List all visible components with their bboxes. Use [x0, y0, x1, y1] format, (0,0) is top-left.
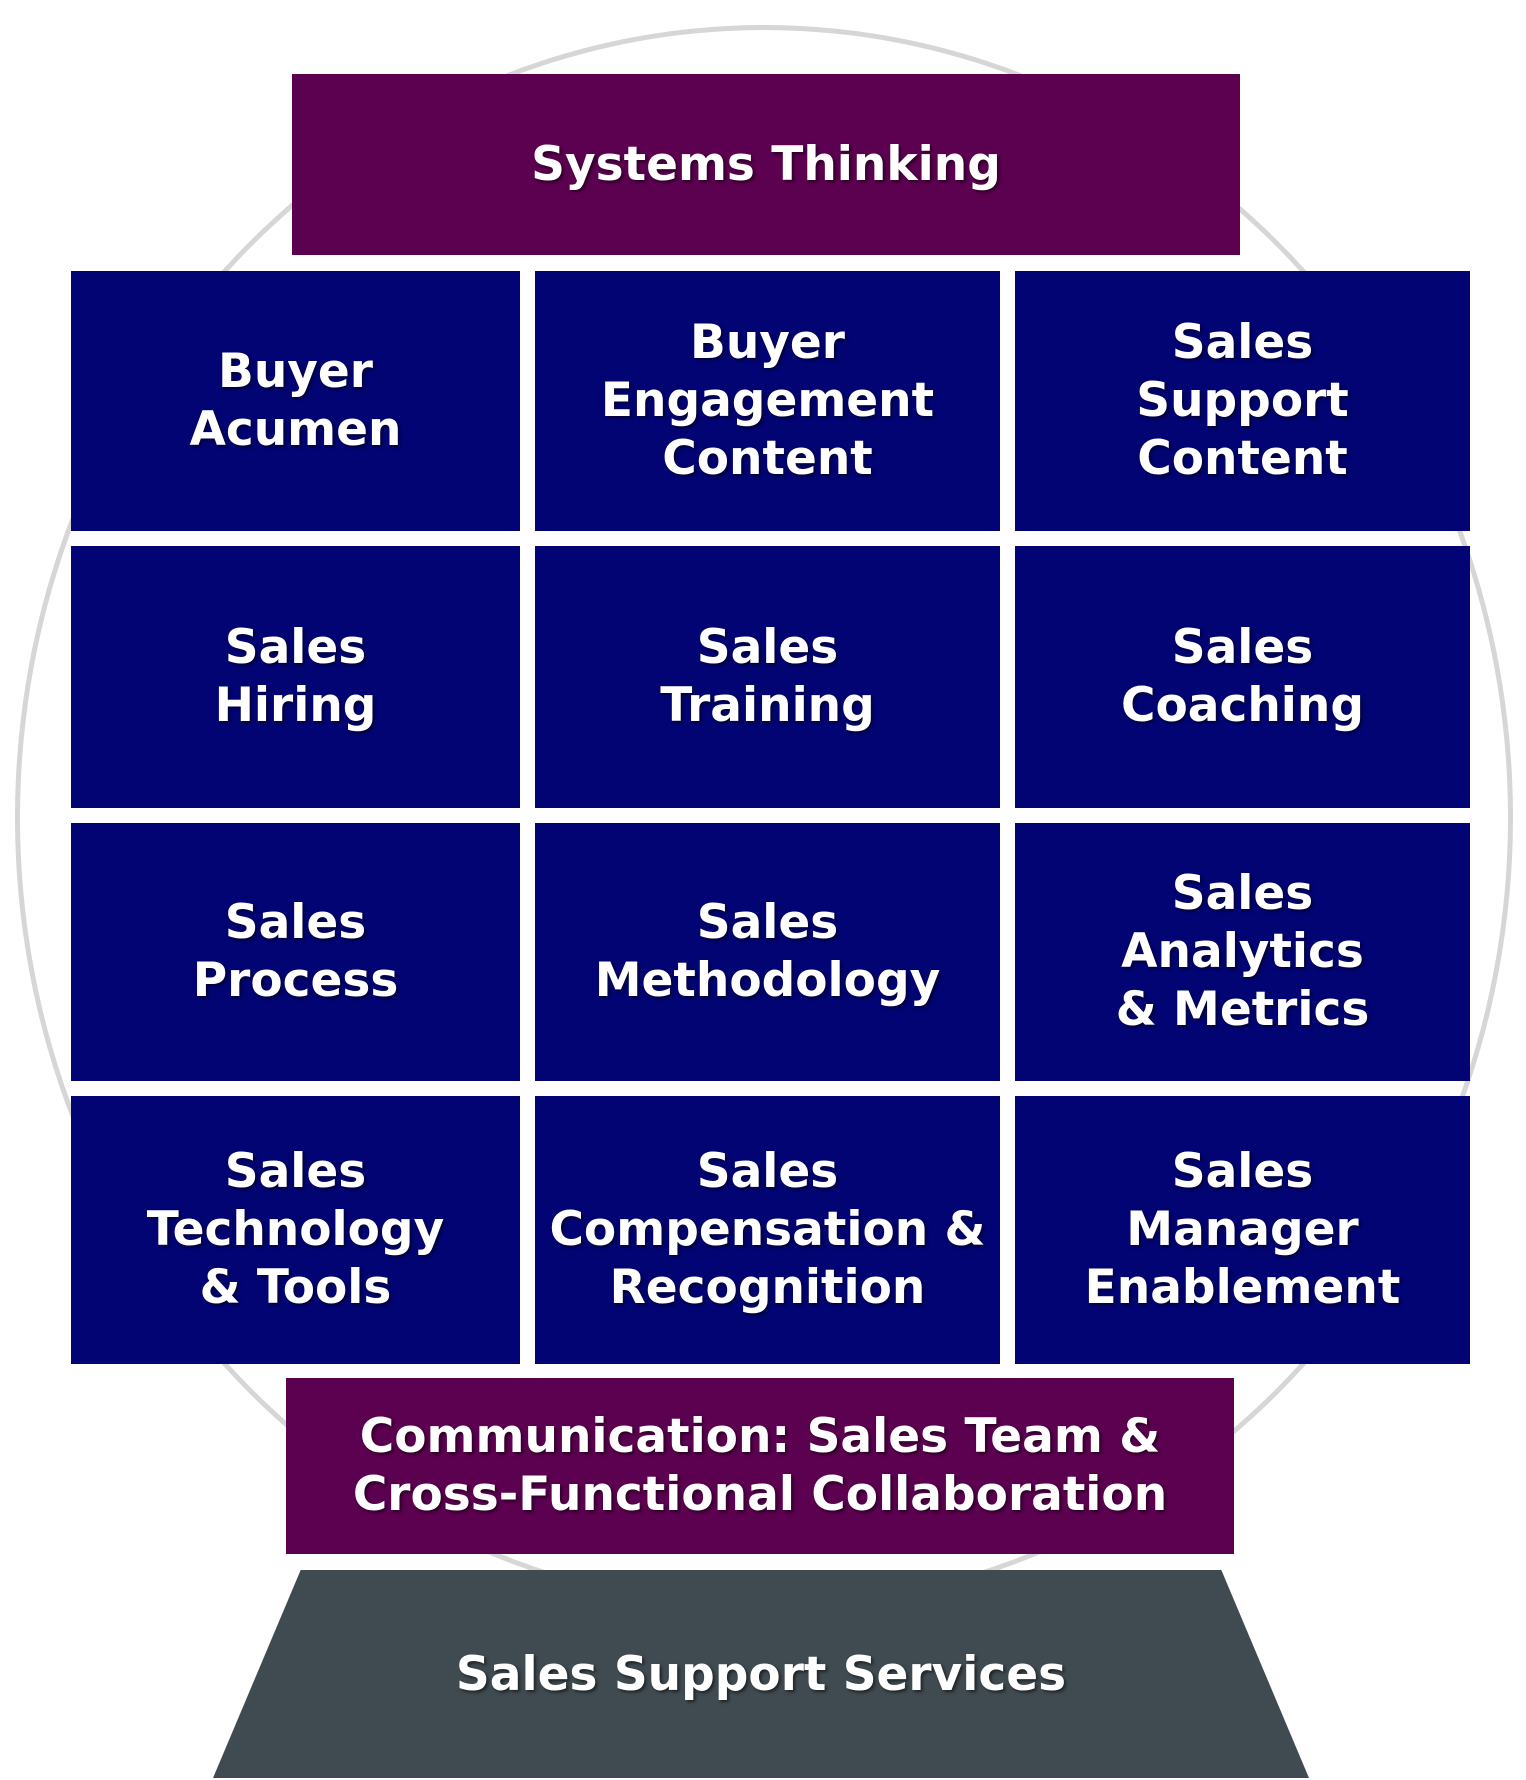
communication-box: Communication: Sales Team & Cross-Functi…	[286, 1378, 1234, 1554]
grid-cell-sales-technology-tools: Sales Technology & Tools	[71, 1096, 520, 1364]
grid-cell-sales-coaching: Sales Coaching	[1015, 546, 1470, 808]
grid-cell-sales-methodology: Sales Methodology	[535, 823, 1000, 1081]
sales-support-services-label: Sales Support Services	[455, 1646, 1067, 1702]
systems-thinking-box: Systems Thinking	[292, 74, 1240, 255]
grid-cell-sales-manager-enablement: Sales Manager Enablement	[1015, 1096, 1470, 1364]
grid-cell-label: Sales Hiring	[214, 620, 377, 733]
grid-cell-label: Buyer Engagement Content	[600, 315, 935, 486]
systems-thinking-label: Systems Thinking	[531, 136, 1001, 192]
grid-cell-label: Sales Support Content	[1136, 315, 1349, 486]
grid-cell-label: Sales Technology & Tools	[146, 1144, 445, 1315]
grid-cell-buyer-engagement-content: Buyer Engagement Content	[535, 271, 1000, 531]
communication-label: Communication: Sales Team & Cross-Functi…	[352, 1409, 1168, 1522]
background-circle	[15, 25, 1513, 1610]
grid-cell-label: Sales Coaching	[1120, 620, 1365, 733]
grid-cell-label: Sales Process	[192, 895, 399, 1008]
grid-cell-sales-training: Sales Training	[535, 546, 1000, 808]
grid-cell-buyer-acumen: Buyer Acumen	[71, 271, 520, 531]
grid-cell-label: Sales Training	[660, 620, 875, 733]
grid-cell-sales-compensation-recognition: Sales Compensation & Recognition	[535, 1096, 1000, 1364]
grid-cell-label: Buyer Acumen	[189, 344, 402, 457]
grid-cell-label: Sales Analytics & Metrics	[1115, 866, 1370, 1037]
grid-cell-sales-analytics-metrics: Sales Analytics & Metrics	[1015, 823, 1470, 1081]
grid-cell-sales-hiring: Sales Hiring	[71, 546, 520, 808]
grid-cell-sales-support-content: Sales Support Content	[1015, 271, 1470, 531]
sales-support-services-base: Sales Support Services	[213, 1570, 1309, 1778]
grid-cell-label: Sales Manager Enablement	[1084, 1144, 1401, 1315]
grid-cell-label: Sales Compensation & Recognition	[549, 1144, 986, 1315]
grid-cell-label: Sales Methodology	[594, 895, 941, 1008]
grid-cell-sales-process: Sales Process	[71, 823, 520, 1081]
